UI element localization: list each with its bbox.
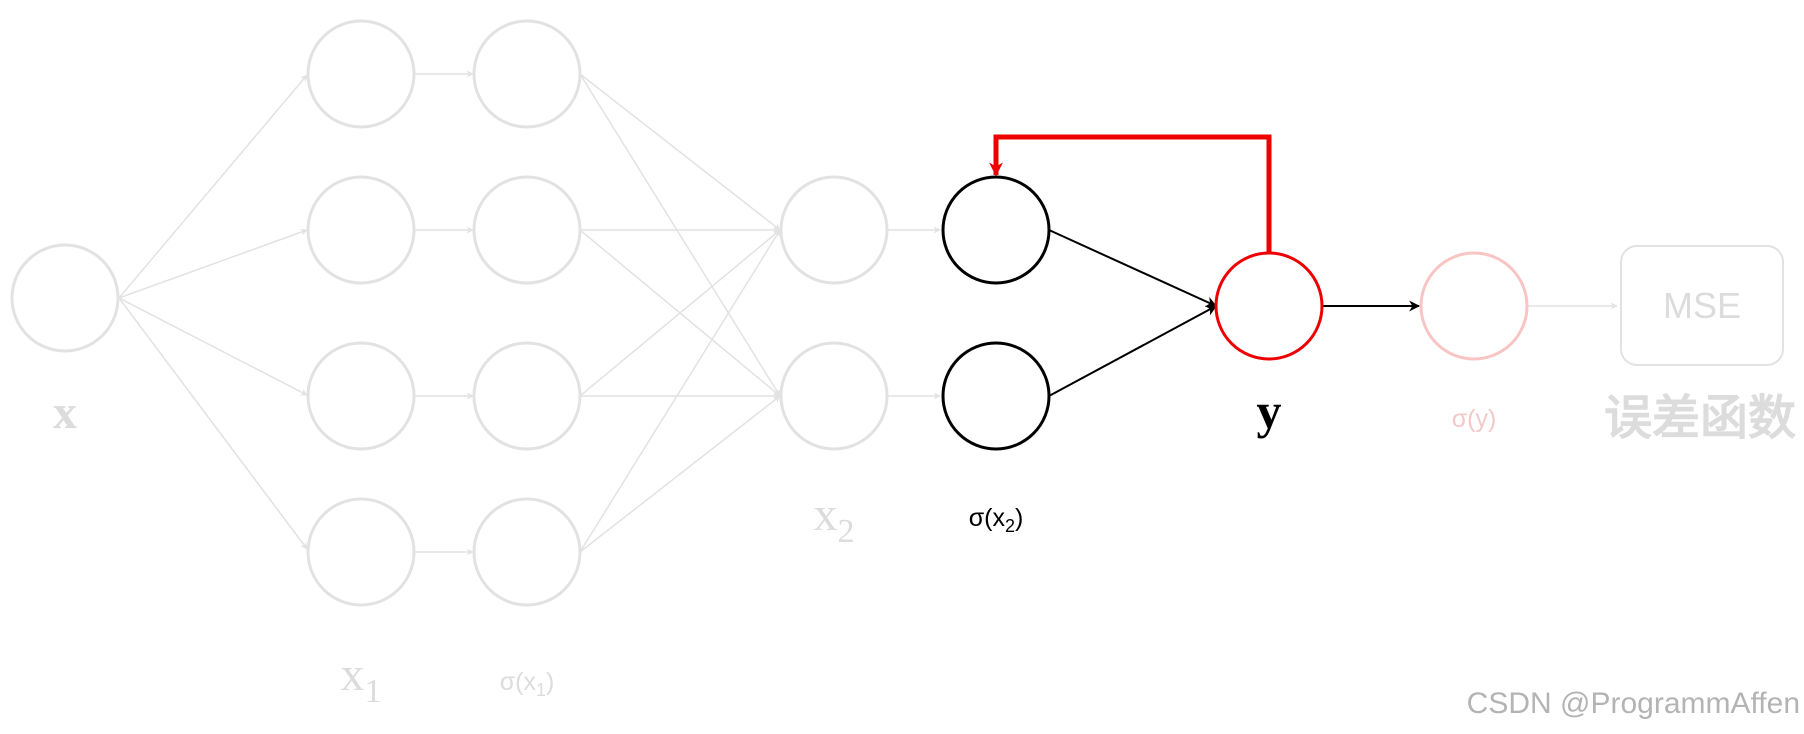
label-x2: x2 xyxy=(814,488,855,550)
label-mse: MSE xyxy=(1663,285,1741,326)
node-sigma-x2-1 xyxy=(941,175,1051,285)
edge-x-to-x1-4 xyxy=(118,297,308,550)
faded-connections xyxy=(118,70,1618,556)
edge-s1-1-to-x2-2 xyxy=(579,73,781,397)
label-sigma-x1-pre: σ(x xyxy=(500,668,537,696)
edge-sigma-x2-1-to-y xyxy=(1048,229,1218,307)
label-sigma-x1-sub: 1 xyxy=(536,680,546,700)
label-x2-base: x xyxy=(814,488,838,541)
edge-x-to-x1-1 xyxy=(118,74,308,299)
node-x2-1 xyxy=(779,175,889,285)
node-sigma-x1-1 xyxy=(472,19,582,129)
node-y xyxy=(1214,251,1324,361)
node-x1-1 xyxy=(306,19,416,129)
label-sigma-y: σ(y) xyxy=(1452,405,1497,433)
node-sigma-x1-2 xyxy=(472,175,582,285)
edge-x-to-x1-2 xyxy=(118,228,308,299)
watermark: CSDN @ProgrammAffen xyxy=(1467,687,1800,720)
label-sigma-x2-sub: 2 xyxy=(1005,516,1015,536)
label-sigma-x2-pre: σ(x xyxy=(969,504,1006,532)
node-x1-4 xyxy=(306,497,416,607)
edge-s1-1-to-x2-1 xyxy=(579,73,781,231)
edge-s1-3-to-x2-1 xyxy=(579,229,781,397)
node-x1-2 xyxy=(306,175,416,285)
faded-nodes xyxy=(10,19,889,607)
node-sigma-y xyxy=(1419,251,1529,361)
edge-x-to-x1-3 xyxy=(118,297,308,396)
active-connections xyxy=(1048,229,1421,397)
node-x xyxy=(10,243,120,353)
label-x2-sub: 2 xyxy=(838,513,855,550)
node-sigma-x2-2 xyxy=(941,341,1051,451)
label-sigma-x1-post: ) xyxy=(546,668,554,696)
label-x1-base: x xyxy=(341,648,365,701)
label-sigma-x1: σ(x1) xyxy=(500,668,555,700)
edge-sigma-x2-2-to-y xyxy=(1048,305,1217,397)
label-x: x xyxy=(53,386,77,439)
label-sigma-x2: σ(x2) xyxy=(969,504,1024,536)
edge-s1-4-to-x2-2 xyxy=(579,395,781,553)
mse-box xyxy=(1620,245,1784,366)
label-loss-function: 误差函数 xyxy=(1604,390,1796,446)
label-x1-sub: 1 xyxy=(365,673,382,710)
label-sigma-x2-post: ) xyxy=(1015,504,1023,532)
node-sigma-x1-3 xyxy=(472,341,582,451)
node-sigma-x1-4 xyxy=(472,497,582,607)
label-y: y xyxy=(1257,383,1282,439)
label-x1: x1 xyxy=(341,648,382,710)
feedback-arrow xyxy=(989,134,1272,253)
edge-s1-4-to-x2-1 xyxy=(579,229,781,553)
node-x1-3 xyxy=(306,341,416,451)
node-x2-2 xyxy=(779,341,889,451)
